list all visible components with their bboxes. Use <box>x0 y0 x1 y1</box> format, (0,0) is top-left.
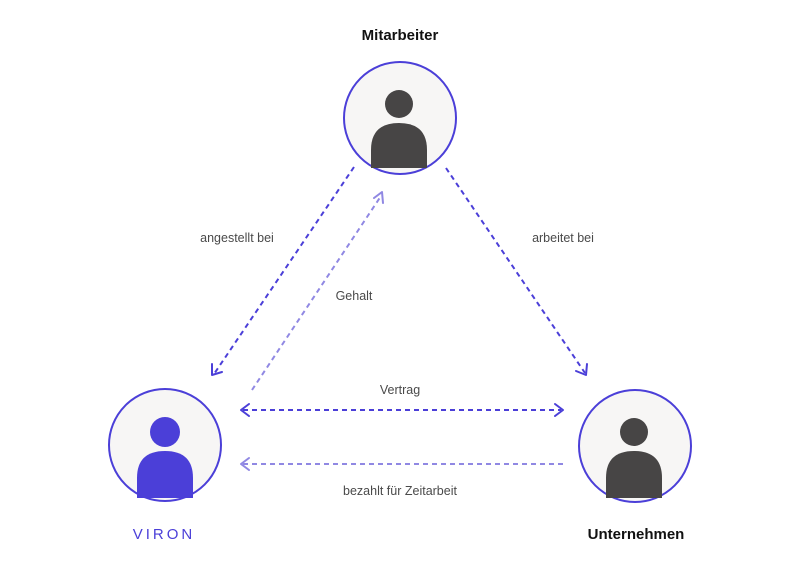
vertrag-label: Vertrag <box>380 383 420 397</box>
person-icon <box>371 90 427 168</box>
bezahlt-label: bezahlt für Zeitarbeit <box>343 484 457 498</box>
edge-vertrag: Vertrag <box>240 383 564 417</box>
node-viron: VIRON <box>108 388 222 543</box>
edge-bezahlt: bezahlt für Zeitarbeit <box>240 457 563 498</box>
mitarbeiter-label: Mitarbeiter <box>362 27 439 44</box>
arrowhead-icon <box>240 403 250 417</box>
person-icon <box>606 418 662 498</box>
node-mitarbeiter: Mitarbeiter <box>343 27 457 175</box>
node-unternehmen: Unternehmen <box>578 389 692 543</box>
arrowhead-icon <box>240 457 250 471</box>
arbeitet-bei-line <box>445 167 586 374</box>
arbeitet-bei-label: arbeitet bei <box>532 231 594 245</box>
gehalt-line <box>251 195 382 391</box>
gehalt-label: Gehalt <box>336 289 373 303</box>
arrowhead-icon <box>373 191 384 204</box>
angestellt-bei-label: angestellt bei <box>200 231 274 245</box>
edge-angestellt-bei: angestellt bei <box>200 166 355 376</box>
arrowhead-icon <box>554 403 564 417</box>
arrowhead-icon <box>575 363 588 376</box>
person-icon <box>137 417 193 498</box>
viron-label: VIRON <box>133 526 196 543</box>
edge-arbeitet-bei: arbeitet bei <box>445 167 594 376</box>
unternehmen-label: Unternehmen <box>588 526 685 543</box>
edge-gehalt: Gehalt <box>251 191 384 391</box>
angestellt-bei-line <box>213 166 355 375</box>
arrowhead-icon <box>211 363 223 376</box>
